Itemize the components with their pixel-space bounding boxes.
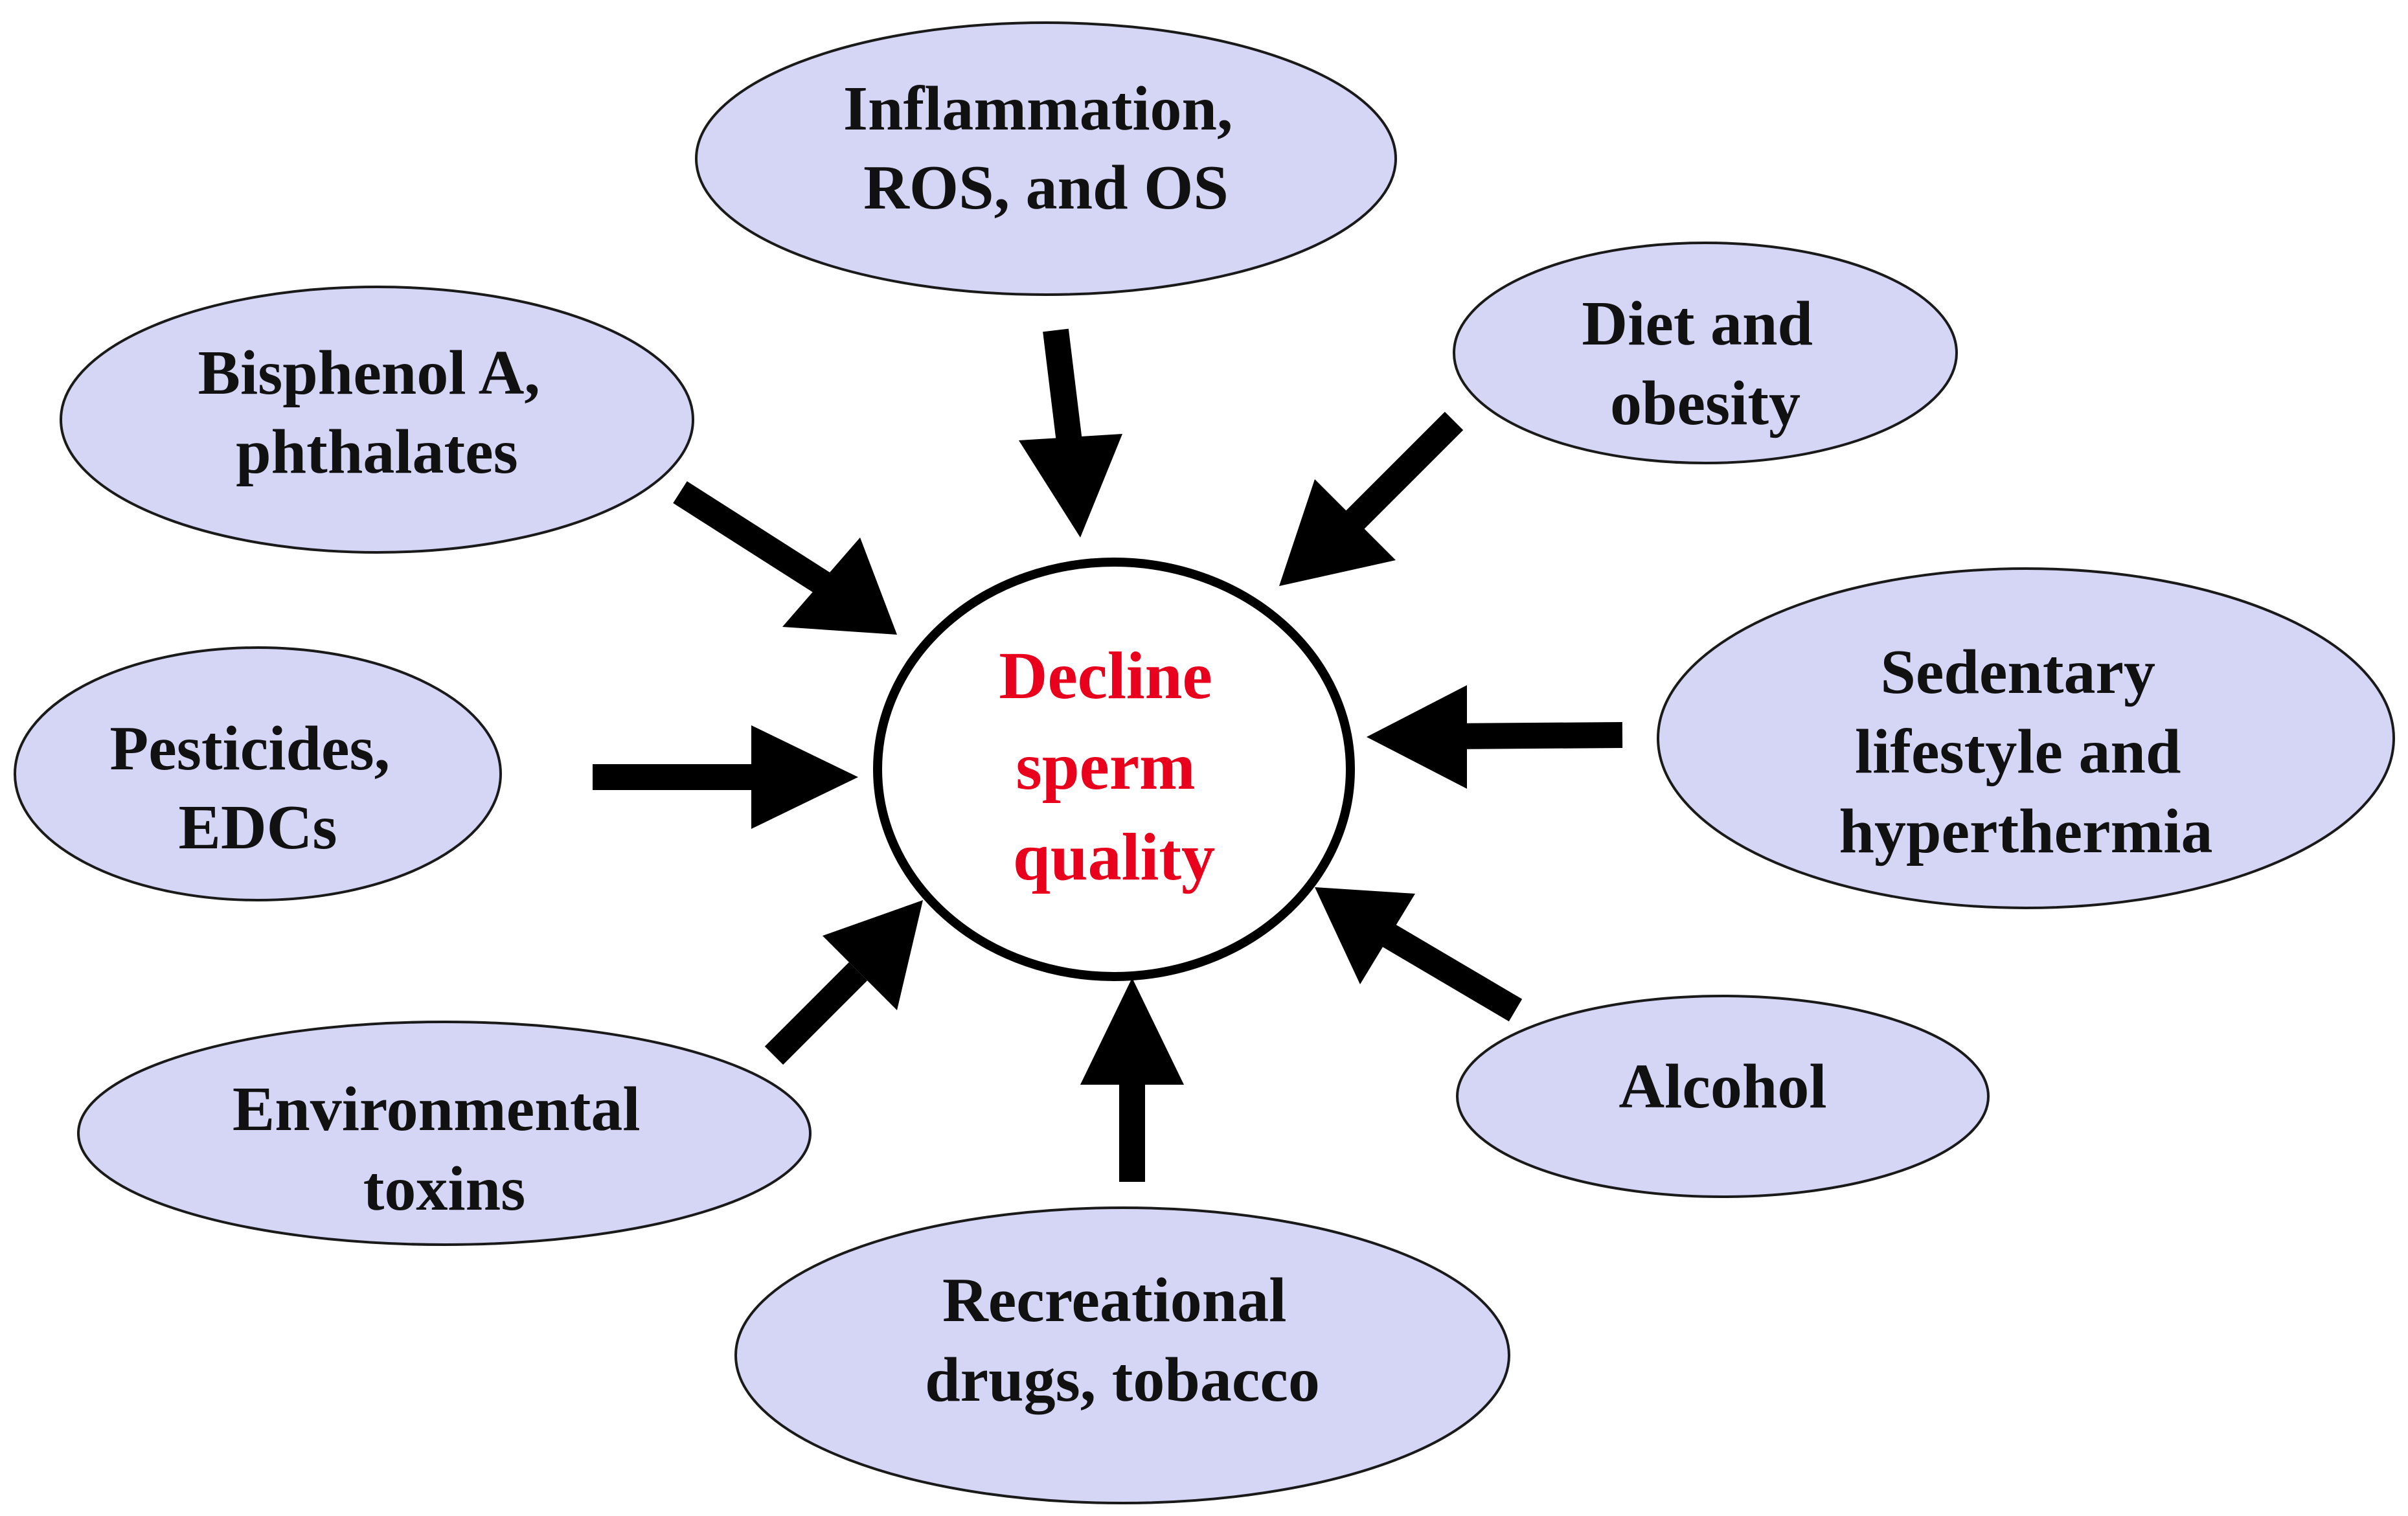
factor-diet: Diet and obesity bbox=[1453, 242, 1958, 464]
factor-label-line: toxins bbox=[363, 1154, 526, 1224]
arrow-diet bbox=[1279, 411, 1464, 586]
factor-oval bbox=[77, 1021, 812, 1246]
svg-text:Bisphenol A, phthalates: Bisphenol A, phthalates bbox=[198, 338, 556, 487]
svg-text:Sedentary lifestyle and: Sedentary lifestyle and hyperthermia bbox=[1839, 637, 2213, 866]
arrow-inflammation bbox=[1019, 328, 1122, 537]
center-label-line: Decline bbox=[999, 639, 1212, 713]
factor-pesticides: Pesticides, EDCs bbox=[14, 646, 502, 901]
svg-text:Recreational drugs, toba: Recreational drugs, tobacco bbox=[925, 1265, 1320, 1415]
factor-label-line: drugs, tobacco bbox=[925, 1345, 1320, 1415]
arrows bbox=[593, 328, 1623, 1182]
factor-label-line: obesity bbox=[1610, 368, 1800, 438]
center-label-line: quality bbox=[1013, 820, 1215, 894]
factor-oval bbox=[1456, 995, 1990, 1198]
factor-alcohol: Alcohol bbox=[1456, 995, 1990, 1198]
factor-label-line: Pesticides, bbox=[109, 714, 390, 784]
arrow-bisphenol bbox=[673, 481, 897, 635]
factor-oval bbox=[14, 646, 502, 901]
factor-inflammation: Inflammation, ROS, and OS bbox=[695, 21, 1397, 296]
factor-environmental: Environmental toxins bbox=[77, 1021, 812, 1246]
arrow-environmental bbox=[764, 900, 923, 1065]
svg-text:Alcohol: Alcohol bbox=[1619, 1052, 1826, 1122]
arrow-alcohol bbox=[1315, 887, 1523, 1022]
arrow-recreational bbox=[1080, 978, 1184, 1182]
factor-label-line: lifestyle and bbox=[1855, 717, 2181, 787]
factor-label-line: Environmental bbox=[233, 1074, 641, 1144]
factor-label-line: ROS, and OS bbox=[863, 153, 1229, 223]
center-oval bbox=[873, 558, 1355, 981]
factor-label-line: Alcohol bbox=[1619, 1052, 1826, 1122]
factor-oval bbox=[734, 1206, 1510, 1504]
center-label: Decline sperm quality bbox=[999, 639, 1229, 894]
arrow-sedentary bbox=[1367, 685, 1623, 789]
factor-oval bbox=[695, 21, 1397, 296]
factor-label-line: Inflammation, bbox=[843, 74, 1233, 144]
factor-label-line: phthalates bbox=[236, 417, 518, 487]
factor-oval bbox=[1453, 242, 1958, 464]
arrow-pesticides bbox=[593, 725, 858, 829]
center-node: Decline sperm quality bbox=[873, 558, 1355, 981]
factor-recreational: Recreational drugs, tobacco bbox=[734, 1206, 1510, 1504]
factor-label-line: Bisphenol A, bbox=[198, 338, 540, 408]
svg-text:Environmental toxins: Environmental toxins bbox=[233, 1074, 656, 1224]
factor-oval bbox=[60, 286, 694, 554]
svg-text:Pesticides, EDCs: Pesticides, EDCs bbox=[109, 714, 405, 863]
factor-label-line: EDCs bbox=[178, 793, 337, 863]
factor-oval bbox=[1657, 567, 2395, 909]
factor-sedentary: Sedentary lifestyle and hyperthermia bbox=[1657, 567, 2395, 909]
factor-bisphenol: Bisphenol A, phthalates bbox=[60, 286, 694, 554]
factor-label-line: Sedentary bbox=[1880, 637, 2155, 707]
factor-label-line: Recreational bbox=[942, 1265, 1287, 1335]
factor-label-line: Diet and bbox=[1582, 289, 1813, 359]
center-label-line: sperm bbox=[1016, 729, 1195, 804]
svg-text:Inflammation, ROS, and O: Inflammation, ROS, and OS bbox=[843, 74, 1249, 223]
factor-label-line: hyperthermia bbox=[1839, 797, 2213, 866]
svg-text:Diet and obesity: Diet and obesity bbox=[1582, 289, 1828, 438]
